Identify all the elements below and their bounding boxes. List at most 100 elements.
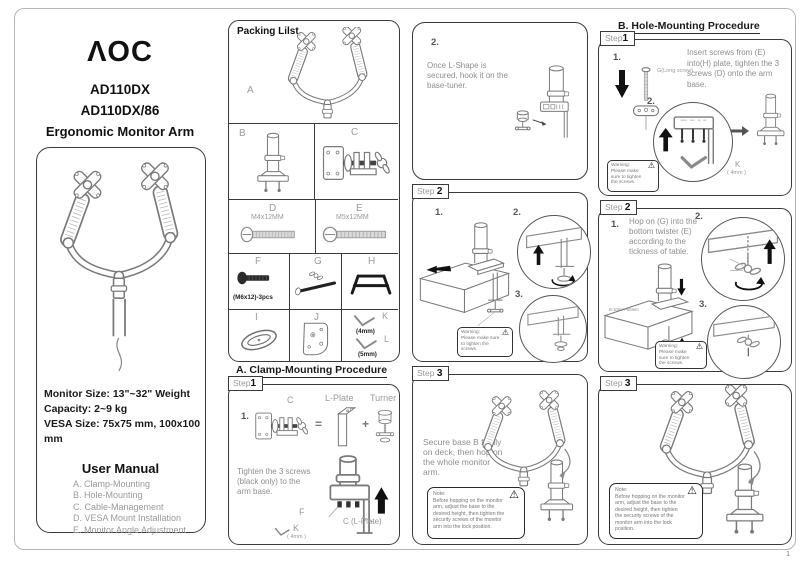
warning-box: ⚠ Warning: Please make sure to tighten t… [607,160,659,192]
aoc-logo: ΛOC [87,36,153,68]
part-d-screw-illustration [240,226,295,243]
step-number: 3 [624,378,631,389]
substep-number: 2. [431,37,439,48]
substep-number: 1. [435,207,443,218]
warning-box: ⚠ Warning: Please make sure to tighten t… [655,341,707,369]
part-k-size: (4mm) [356,328,375,335]
part-g-bolt-illustration [293,269,336,298]
part-c-label: C [351,127,359,138]
hole-procedure-title: B. Hole-Mounting Procedure [618,20,760,34]
desk-thickness-label: B:10mm~85mm [609,307,639,312]
step-number: 2 [436,186,443,197]
packing-cell-c: C [314,123,398,199]
clamp-step3-tab: Step 3 [412,366,450,381]
step-word: Step [605,202,623,212]
part-c-callout: C [287,395,294,405]
manual-contents-list: A. Clamp-Mounting B. Hole-Mounting C. Ca… [73,479,186,536]
clamp-step1-tab: Step1 [228,376,264,391]
warning-text: Please make sure to tighten the screws. [461,336,500,353]
spec-line-3: VESA Size: 75x75 mm, 100x100 mm [44,418,201,445]
clamp-step1-panel: 1. C = L-Plate + Turner Tighten the 3 sc… [228,384,400,545]
spec-line-1: Monitor Size: 13"~32" Weight [44,388,190,400]
clamp-step1-part2-panel: 2. Once L-Shape is secured, hook it on t… [412,22,588,180]
manual-item: A. Clamp-Mounting [73,479,151,489]
part-b-label: B [239,128,246,139]
part-l-label: L [384,334,390,344]
substep-number: 2. [695,211,703,222]
page-number: 1 [786,549,791,558]
warning-text: Please make sure to tighten the screws. [659,350,690,367]
note-title: Note: [433,491,446,497]
part-l-allen-key-illustration [355,338,377,350]
substep-number: 1. [241,411,249,422]
hole-step2-inset-2 [701,217,785,301]
warning-icon: ⚠ [647,161,655,170]
step-word: Step [605,378,623,388]
step-number: 1 [622,33,629,44]
right-arrow-icon [731,126,749,136]
plus-sign: + [362,417,370,431]
clamp-step1-part2-instruction: Once L-Shape is secured, hook it on the … [427,61,508,90]
manual-item: C. Cable-Management [73,501,164,512]
part-k-allen-key-illustration [353,315,375,327]
arm-base-assembly-illustration [327,455,390,534]
clamp-procedure-title: A. Clamp-Mounting Procedure [236,364,388,378]
warning-icon: ⚠ [695,342,703,351]
packing-cell-h: H [341,253,398,309]
clamp-step2-inset-3 [519,295,587,363]
part-b-pole-illustration [257,132,289,193]
substep-number: 2. [647,96,655,107]
note-title: Note: [615,487,628,493]
substep-number: 2. [513,207,521,218]
note-box: ⚠ Note: Before hopping on the monitor ar… [427,487,525,539]
hook-on-base-tuner-illustration [514,65,570,139]
hole-step1-inset [653,102,733,182]
warning-title: Warning: [461,330,481,335]
down-arrow-icon [615,70,629,98]
packing-cell-j: J [289,309,341,361]
hole-step1-tab: Step1 [600,31,636,46]
part-k-label: K [382,311,389,321]
part-f-screw-illustration [236,271,270,285]
callout-k: K [735,160,741,169]
part-j-plate-illustration [302,322,329,356]
part-d-label: D [269,203,277,214]
l-plate-illustration [337,407,356,447]
packing-cell-g: G [289,253,341,309]
manual-item: D. VESA Mount Installation [73,513,182,524]
pole-base-illustration [757,93,785,146]
warning-icon: ⚠ [687,485,697,497]
turner-label: Turner [370,393,397,403]
hole-step2-inset-3 [707,305,781,379]
callout-f: F [299,507,305,517]
desk-clamp-illustration [419,222,510,327]
clamp-step3-instruction: Secure base B firmly on deck, then hop o… [423,437,503,477]
callout-k-size: ( 4mm ) [287,534,306,540]
substep-number: 1. [611,219,619,230]
page-border [14,8,796,550]
part-e-screw-illustration [322,226,387,243]
packing-cell-i: I [229,309,289,361]
substep-number: 1. [613,52,621,63]
substep-number: 3. [699,299,707,310]
part-d-spec: M4x12MM [251,214,284,221]
part-f-label: F [255,256,262,267]
note-text: Before hopping on the monitor arm, adjus… [615,494,685,533]
hole-step3-tab: Step 3 [600,376,638,391]
callout-c-l-plate: C (L-Plate) [343,517,382,526]
part-c-clamp-illustration [322,146,392,180]
warning-title: Warning: [659,344,679,349]
packing-cell-kl: K (4mm) L (5mm) [341,309,398,361]
model-number-1: AD110DX [89,82,151,97]
step-word: Step [233,378,251,388]
l-plate-label: L-Plate [325,393,354,403]
warning-title: Warning: [611,163,631,168]
part-h-bracket-illustration [350,274,392,295]
clamp-step2-panel: 1. 2. 3. ⚠ Warning: Please make sure to … [412,192,591,363]
long-screw-callout: G(Long screw) [657,68,694,74]
clamp-tighten-inset-illustration [525,226,583,287]
clamp-step2-tab: Step 2 [412,184,450,199]
product-name: Ergonomic Monitor Arm [45,124,195,139]
part-i-oval-illustration [238,325,280,355]
warning-box: ⚠ Warning: Please make sure to tighten t… [457,327,513,357]
